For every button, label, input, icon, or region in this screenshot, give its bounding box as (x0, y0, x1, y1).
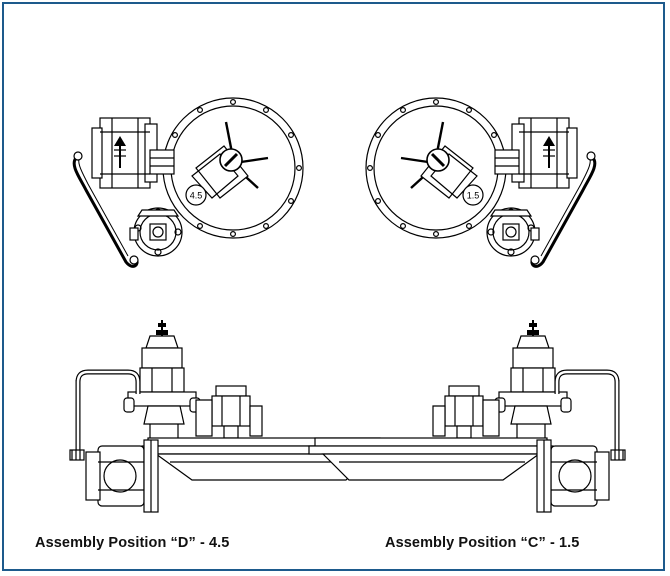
position-tag-d: 4.5 (190, 191, 203, 201)
caption-assembly-d: Assembly Position “D” - 4.5 (35, 535, 230, 551)
position-tag-c: 1.5 (467, 191, 480, 201)
caption-assembly-c: Assembly Position “C” - 1.5 (385, 535, 580, 551)
top-view-assembly-d (72, 96, 305, 268)
side-view-assembly-c (309, 320, 625, 512)
top-view-assembly-c (364, 96, 597, 268)
side-view-assembly-d (70, 320, 386, 512)
